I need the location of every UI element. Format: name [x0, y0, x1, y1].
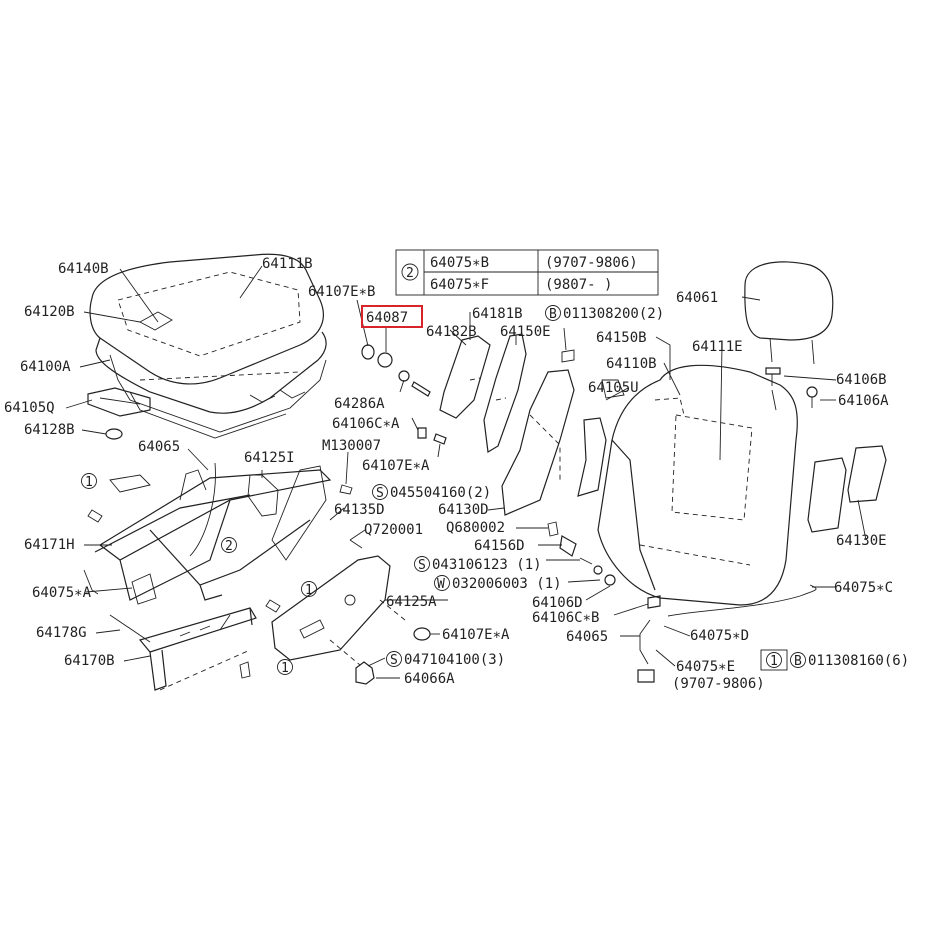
- label-64107E-B: 64107E∗B: [308, 284, 375, 300]
- grommet-64128B: [105, 428, 123, 440]
- table-ref: 2: [406, 266, 414, 281]
- label-64106A: 64106A: [838, 393, 889, 409]
- label-64178G: 64178G: [36, 625, 87, 641]
- callout-2a: 2: [225, 539, 233, 554]
- label-64125A: 64125A: [386, 594, 437, 610]
- label-64105U: 64105U: [588, 380, 639, 396]
- label-M130007: M130007: [322, 438, 381, 454]
- callout-1a: 1: [85, 475, 93, 490]
- label-64075-D: 64075∗D: [690, 628, 749, 644]
- label-64107E-A-top: 64107E∗A: [362, 458, 430, 474]
- table-row-1-part: 64075∗B: [430, 255, 489, 271]
- label-047104100: 047104100(3): [404, 652, 505, 668]
- label-64150E: 64150E: [500, 324, 551, 340]
- label-64170B: 64170B: [64, 653, 115, 669]
- label-64105Q: 64105Q: [4, 400, 55, 416]
- callout-1b: 1: [305, 583, 313, 598]
- seat-back: [597, 364, 798, 606]
- headrest: [744, 261, 834, 408]
- label-64171H: 64171H: [24, 537, 75, 553]
- variant-table: 2 64075∗B (9707-9806) 64075∗F (9807- ): [395, 249, 659, 296]
- label-032006003: 032006003 (1): [452, 576, 562, 592]
- label-64286A: 64286A: [334, 396, 385, 412]
- label-64181B: 64181B: [472, 306, 523, 322]
- label-64106B: 64106B: [836, 372, 887, 388]
- label-64130E: 64130E: [836, 533, 887, 549]
- label-64111E: 64111E: [692, 339, 743, 355]
- frame-screws: [87, 484, 363, 679]
- label-64106C-B: 64106C∗B: [532, 610, 599, 626]
- label-64066A: 64066A: [404, 671, 455, 687]
- label-Q720001: Q720001: [364, 522, 423, 538]
- label-64106D: 64106D: [532, 595, 583, 611]
- label-64128B: 64128B: [24, 422, 75, 438]
- wire-harness: [639, 584, 817, 665]
- callout-W: W: [437, 577, 445, 592]
- table-row-1-range: (9707-9806): [545, 255, 638, 271]
- ref-box-text: 011308160(6): [808, 653, 909, 669]
- label-64106C-A: 64106C∗A: [332, 416, 400, 432]
- label-64140B: 64140B: [58, 261, 109, 277]
- trim-64105Q: [87, 387, 151, 417]
- label-64087: 64087: [366, 310, 408, 326]
- label-64182B: 64182B: [426, 324, 477, 340]
- leader-lines: [65, 265, 867, 679]
- callout-1c: 1: [281, 661, 289, 676]
- label-64075-C: 64075∗C: [834, 580, 893, 596]
- table-row-2-part: 64075∗F: [430, 277, 489, 293]
- table-row-2-range: (9807- ): [545, 277, 612, 293]
- label-64100A: 64100A: [20, 359, 71, 375]
- label-64156D: 64156D: [474, 538, 525, 554]
- label-9707-9806: (9707-9806): [672, 676, 765, 692]
- ref-box-B: B: [794, 654, 802, 669]
- label-011308200: 011308200(2): [563, 306, 664, 322]
- callout-circles: 1 2 1 1 S S W S B: [81, 305, 561, 676]
- label-64065-b: 64065: [566, 629, 608, 645]
- label-64111B: 64111B: [262, 256, 313, 272]
- backrest-small-parts: [361, 333, 661, 609]
- label-043106123: 043106123 (1): [432, 557, 542, 573]
- label-64061: 64061: [676, 290, 718, 306]
- label-64075-A: 64075∗A: [32, 585, 92, 601]
- side-trim-64130E: [807, 445, 887, 533]
- label-64110B: 64110B: [606, 356, 657, 372]
- label-64125I: 64125I: [244, 450, 295, 466]
- label-045504160: 045504160(2): [390, 485, 491, 501]
- callout-S3: S: [390, 653, 398, 668]
- label-64065-a: 64065: [138, 439, 180, 455]
- part-labels: 64140B 64111B 64120B 64100A 64105Q 64128…: [4, 256, 893, 692]
- callout-B1: B: [549, 307, 557, 322]
- bolt-ref-box: 1 B 011308160(6): [760, 649, 909, 671]
- label-64075-E: 64075∗E: [676, 659, 735, 675]
- callout-S1: S: [376, 486, 384, 501]
- seat-cushion: [89, 253, 327, 439]
- callout-S2: S: [418, 558, 426, 573]
- ref-box-1: 1: [770, 654, 778, 669]
- highlight-box: [361, 305, 423, 328]
- label-Q680002: Q680002: [446, 520, 505, 536]
- label-64135D: 64135D: [334, 502, 385, 518]
- seat-frame: [83, 462, 332, 691]
- label-64150B: 64150B: [596, 330, 647, 346]
- label-64107E-A-bot: 64107E∗A: [442, 627, 510, 643]
- label-64120B: 64120B: [24, 304, 75, 320]
- label-64130D: 64130D: [438, 502, 489, 518]
